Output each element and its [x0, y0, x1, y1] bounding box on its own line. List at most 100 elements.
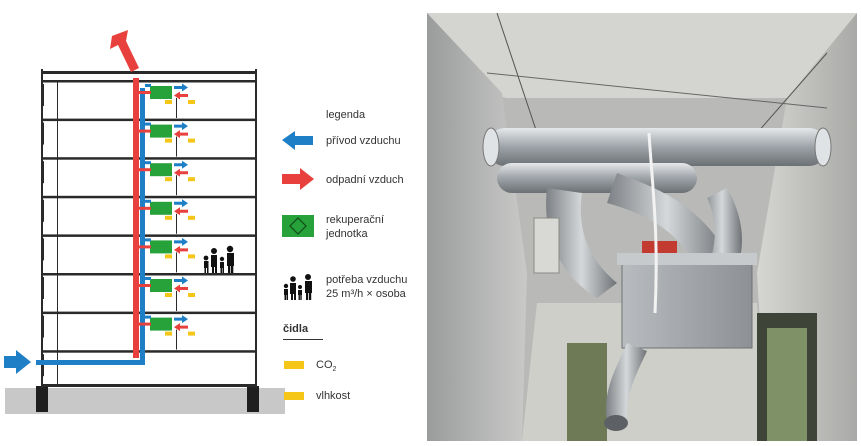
lower-duct-opening: [604, 415, 628, 431]
recovery-unit: [150, 124, 172, 138]
door-glass-right: [767, 328, 807, 441]
horizontal-duct-main: [487, 128, 827, 166]
supply-branch: [145, 315, 151, 319]
supply-intake-arrow: [4, 350, 31, 374]
partition-line: [176, 213, 177, 234]
floor-slab: [41, 118, 257, 122]
supply-branch: [145, 122, 151, 126]
window-mark: [41, 122, 44, 145]
left-wall: [427, 13, 527, 441]
horizontal-duct-end-left: [482, 127, 500, 167]
partition-line: [176, 329, 177, 350]
floor-slab: [41, 234, 257, 237]
window-mark: [41, 238, 44, 261]
supply-intake-duct: [36, 360, 145, 365]
ceiling: [427, 13, 857, 98]
sensor-mark: [165, 215, 172, 220]
horizontal-duct-end-right: [814, 127, 832, 167]
horizontal-duct-lower: [497, 163, 697, 193]
floor-slab: [41, 350, 257, 353]
exhaust-inlet-arrow: [174, 91, 188, 100]
supply-air-label: přívod vzduchu: [326, 135, 401, 147]
installation-photo: [427, 13, 857, 441]
red-collar: [642, 241, 677, 253]
foundation-left: [36, 386, 48, 412]
window-mark: [41, 84, 44, 106]
supply-air-legend-arrow: [282, 131, 313, 150]
recovery-units: [139, 83, 195, 350]
sensors-title-underline: [283, 339, 323, 340]
supply-outlet-arrow: [174, 122, 188, 131]
exhaust-branch: [139, 129, 151, 133]
humidity-sensor-swatch: [284, 392, 304, 400]
floor-slab: [41, 311, 257, 315]
exhaust-branch: [139, 206, 151, 210]
recovery-unit-box: [621, 257, 753, 349]
partition-line: [176, 252, 177, 273]
sensors-title: čidla: [283, 323, 309, 335]
recovery-unit: [150, 86, 172, 99]
exhaust-inlet-arrow: [174, 245, 188, 254]
supply-branch: [145, 84, 151, 87]
recovery-unit-legend-icon: [282, 215, 314, 237]
exhaust-branch: [139, 284, 151, 287]
wall-left: [41, 72, 43, 388]
supply-branch: [145, 161, 151, 165]
humidity-label: vlhkost: [316, 390, 350, 402]
sensor-mark: [165, 138, 172, 143]
partition-line: [176, 291, 177, 311]
supply-outlet-arrow: [174, 276, 188, 285]
sensor-mark: [165, 331, 172, 336]
sensor-mark: [188, 177, 195, 182]
supply-outlet-arrow: [174, 160, 188, 169]
supply-branch: [145, 199, 151, 203]
supply-outlet-arrow: [174, 83, 188, 92]
exhaust-branch: [139, 322, 151, 326]
partition-line: [176, 98, 177, 118]
exhaust-branch: [139, 91, 151, 94]
sensor-mark: [165, 100, 172, 104]
window-mark: [41, 199, 44, 222]
flex-duct-center: [607, 173, 727, 268]
recovery-unit-top-plate: [617, 253, 757, 265]
exhaust-inlet-arrow: [174, 323, 188, 332]
legend-title: legenda: [326, 109, 366, 121]
partition-line: [176, 136, 177, 157]
recovery-unit: [150, 163, 172, 177]
sensor-mark: [188, 215, 195, 220]
foundation-right: [247, 386, 259, 412]
basement-slab: [41, 384, 257, 387]
sensor-mark: [188, 138, 195, 143]
air-need-label-line2: 25 m³/h × osoba: [326, 288, 407, 300]
wall-right: [255, 72, 257, 388]
roof-line: [41, 71, 257, 74]
floor-slab: [41, 80, 257, 83]
sensor-mark: [165, 177, 172, 182]
exhaust-inlet-arrow: [174, 284, 188, 293]
suspension-wire-right: [756, 52, 828, 134]
supply-riser: [140, 88, 145, 360]
floor-slab: [41, 157, 257, 160]
partition-line: [176, 175, 177, 196]
recovery-unit: [150, 279, 172, 292]
floor-slab: [41, 195, 257, 199]
recovery-unit: [150, 201, 172, 215]
recovery-unit-label-line2: jednotka: [325, 228, 368, 240]
back-doorway: [567, 343, 607, 441]
exhaust-air-legend-arrow: [282, 168, 314, 190]
flex-duct-left: [546, 188, 617, 298]
co2-label: CO2: [316, 359, 337, 373]
supply-outlet-arrow: [174, 315, 188, 324]
people-silhouette-icon: [203, 245, 234, 273]
air-need-people-icon: [283, 274, 312, 300]
exhaust-riser: [133, 78, 139, 358]
lower-flex-duct: [606, 343, 647, 425]
inner-wall-left: [57, 80, 58, 385]
recovery-unit-label-line1: rekuperační: [326, 214, 384, 226]
sensor-mark: [165, 293, 172, 297]
sensor-mark: [165, 254, 172, 259]
building-floors: [41, 72, 257, 388]
floor-slab: [41, 273, 257, 276]
white-strap: [647, 132, 658, 314]
supply-branch: [145, 238, 151, 242]
